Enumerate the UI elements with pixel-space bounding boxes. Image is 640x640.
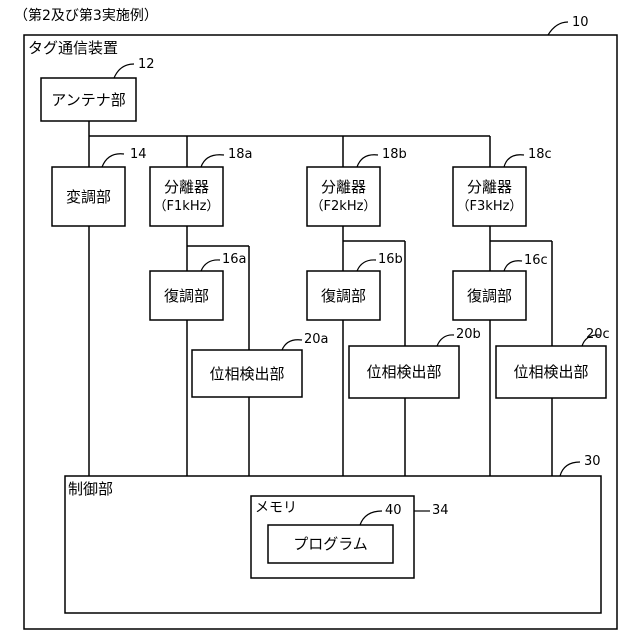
demod-c-ref: 16c: [524, 254, 548, 268]
separator-a-label: 分離器: [164, 177, 209, 197]
modulator-ref: 14: [130, 148, 147, 162]
phase-a-label: 位相検出部: [192, 350, 302, 397]
demod-c-label: 復調部: [453, 271, 526, 320]
figure-caption: （第2及び第3実施例）: [14, 8, 158, 24]
device-label: タグ通信装置: [28, 40, 118, 56]
device-ref: 10: [572, 16, 589, 30]
demod-b-label: 復調部: [307, 271, 380, 320]
controller-label: 制御部: [68, 481, 113, 497]
separator-c-ref: 18c: [528, 148, 552, 162]
separator-b-ref: 18b: [382, 148, 407, 162]
demod-b-ref: 16b: [378, 253, 403, 267]
phase-c-ref: 20c: [586, 328, 610, 342]
separator-a-freq: （F1kHz）: [154, 197, 220, 217]
memory-label: メモリ: [255, 500, 297, 516]
phase-b-label: 位相検出部: [349, 346, 459, 398]
program-ref: 40: [385, 504, 402, 518]
separator-a-ref: 18a: [228, 148, 253, 162]
controller-ref: 30: [584, 455, 601, 469]
antenna-label: アンテナ部: [41, 78, 136, 121]
separator-c-freq: （F3kHz）: [457, 197, 523, 217]
demod-a-ref: 16a: [222, 253, 247, 267]
separator-c: 分離器 （F3kHz）: [453, 167, 526, 226]
separator-c-label: 分離器: [467, 177, 512, 197]
separator-b: 分離器 （F2kHz）: [307, 167, 380, 226]
phase-a-ref: 20a: [304, 333, 329, 347]
phase-b-ref: 20b: [456, 328, 481, 342]
separator-b-label: 分離器: [321, 177, 366, 197]
antenna-ref: 12: [138, 58, 155, 72]
phase-c-label: 位相検出部: [496, 346, 606, 398]
demod-a-label: 復調部: [150, 271, 223, 320]
separator-a: 分離器 （F1kHz）: [150, 167, 223, 226]
modulator-label: 変調部: [52, 167, 125, 226]
memory-ref: 34: [432, 504, 449, 518]
program-label: プログラム: [268, 525, 393, 563]
separator-b-freq: （F2kHz）: [311, 197, 377, 217]
